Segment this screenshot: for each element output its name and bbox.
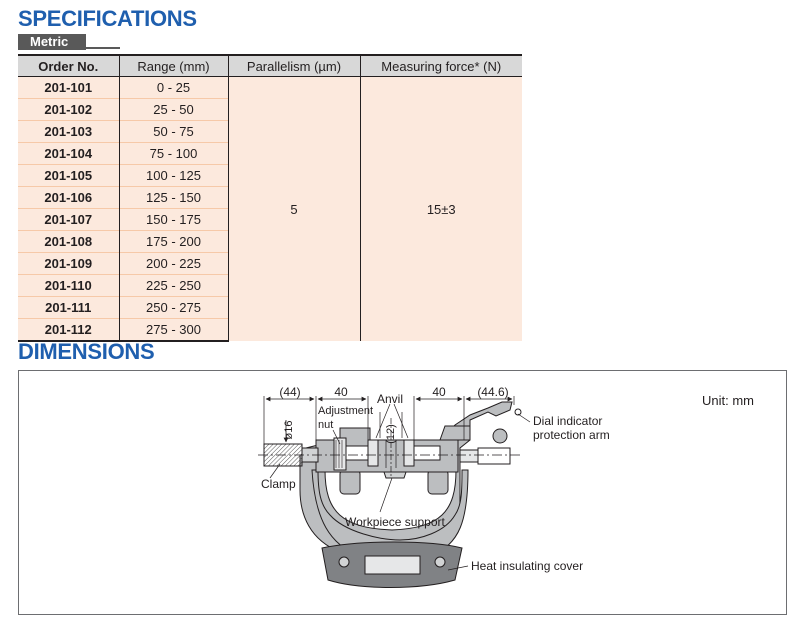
specifications-title: SPECIFICATIONS <box>18 6 197 31</box>
metric-tab: Metric <box>18 34 120 50</box>
table-row: 201-108 175 - 200 <box>18 230 522 253</box>
dim-gap: (12) <box>385 424 397 444</box>
header-measuring-force: Measuring force* (N) <box>359 54 522 77</box>
table-row: 201-107 150 - 175 <box>18 208 522 231</box>
order-number: 201-104 <box>18 142 119 165</box>
dim-left-outer: (44) <box>279 385 300 399</box>
order-number: 201-106 <box>18 186 119 209</box>
table-row: 201-103 50 - 75 <box>18 120 522 143</box>
specifications-table: Order No. Range (mm) Parallelism (µm) Me… <box>18 54 522 342</box>
table-header-row: Order No. Range (mm) Parallelism (µm) Me… <box>18 54 522 77</box>
label-adjustment-nut: Adjustment <box>318 405 373 417</box>
range-value: 275 - 300 <box>118 318 228 342</box>
dimension-lines <box>263 396 515 468</box>
label-dial-arm-2: protection arm <box>533 428 610 442</box>
order-number: 201-105 <box>18 164 119 187</box>
dim-right-inner: 40 <box>432 385 446 399</box>
order-number: 201-103 <box>18 120 119 143</box>
label-workpiece-support: Workpiece support <box>345 515 445 529</box>
label-adjustment-nut-2: nut <box>318 419 333 431</box>
unit-label: Unit: mm <box>702 393 754 408</box>
measuring-force-value: 15±3 <box>359 76 522 341</box>
table-row: 201-111 250 - 275 <box>18 296 522 319</box>
range-value: 100 - 125 <box>118 164 228 187</box>
range-value: 125 - 150 <box>118 186 228 209</box>
order-number: 201-112 <box>18 318 119 342</box>
table-row: 201-101 0 - 25 5 15±3 <box>18 76 522 341</box>
header-range: Range (mm) <box>118 54 228 77</box>
range-value: 200 - 225 <box>118 252 228 275</box>
label-heat-insulating-cover: Heat insulating cover <box>471 559 583 573</box>
order-number: 201-110 <box>18 274 119 297</box>
dim-diameter: ø16 <box>283 421 295 440</box>
table-row: 201-102 25 - 50 <box>18 98 522 121</box>
label-clamp: Clamp <box>261 477 296 491</box>
parallelism-value: 5 <box>227 76 360 341</box>
dimensions-title: DIMENSIONS <box>18 339 155 364</box>
range-value: 250 - 275 <box>118 296 228 319</box>
leader-lines <box>269 403 531 571</box>
range-value: 175 - 200 <box>118 230 228 253</box>
table-row: 201-106 125 - 150 <box>18 186 522 209</box>
label-dial-arm: Dial indicator <box>533 414 602 428</box>
table-row: 201-110 225 - 250 <box>18 274 522 297</box>
range-value: 25 - 50 <box>118 98 228 121</box>
range-value: 75 - 100 <box>118 142 228 165</box>
range-value: 225 - 250 <box>118 274 228 297</box>
dim-right-outer: (44.6) <box>477 385 508 399</box>
dim-left-inner: 40 <box>334 385 348 399</box>
heat-insulating-cover <box>321 541 463 588</box>
order-number: 201-107 <box>18 208 119 231</box>
range-value: 150 - 175 <box>118 208 228 231</box>
range-value: 50 - 75 <box>118 120 228 143</box>
order-number: 201-101 <box>18 76 119 99</box>
label-anvil: Anvil <box>377 392 403 406</box>
order-number: 201-109 <box>18 252 119 275</box>
range-value: 0 - 25 <box>118 76 228 99</box>
metric-tab-label: Metric <box>18 34 86 50</box>
table-row: 201-112 275 - 300 <box>18 318 522 342</box>
order-number: 201-108 <box>18 230 119 253</box>
table-row: 201-104 75 - 100 <box>18 142 522 165</box>
table-row: 201-105 100 - 125 <box>18 164 522 187</box>
dimensions-panel <box>18 370 787 615</box>
header-parallelism: Parallelism (µm) <box>227 54 360 77</box>
table-row: 201-109 200 - 225 <box>18 252 522 275</box>
order-number: 201-102 <box>18 98 119 121</box>
centerline <box>258 418 520 478</box>
header-order-no: Order No. <box>18 54 119 77</box>
order-number: 201-111 <box>18 296 119 319</box>
metric-tab-rule <box>86 47 120 49</box>
